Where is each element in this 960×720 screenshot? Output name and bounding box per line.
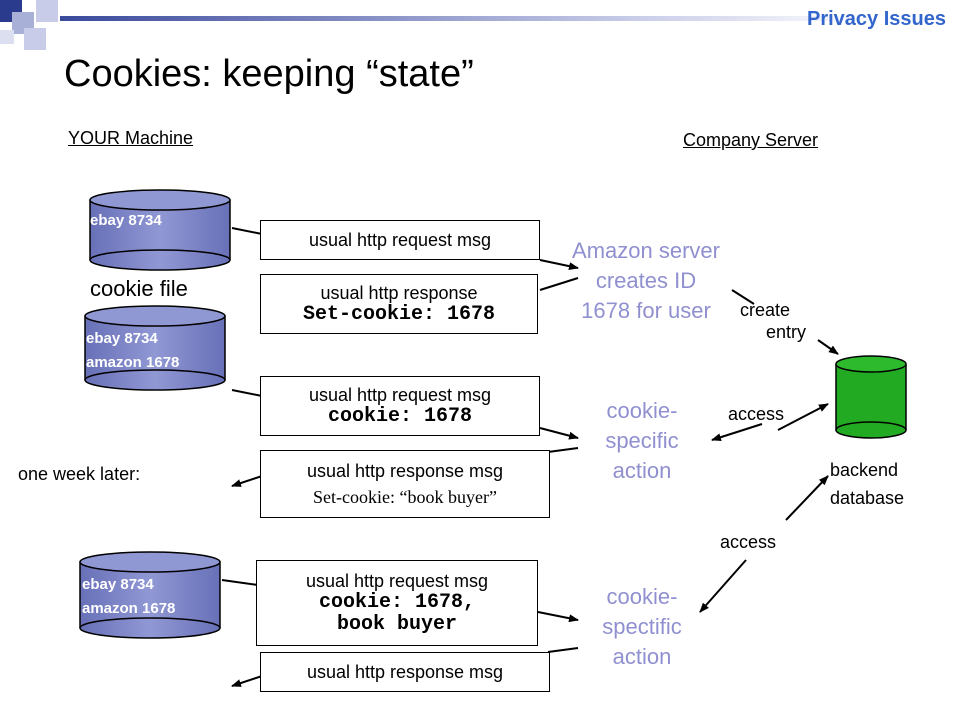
message-line: usual http response msg [306,461,504,481]
database-label-line: backend [830,460,899,480]
cookie-entry: ebay 8734 [90,212,162,229]
logo-squares [0,0,58,50]
create-label: create [740,300,791,320]
cookie-file-cylinder-1 [89,189,231,271]
message-line-code: book buyer [336,613,458,636]
message-box-request-1: usual http request msg [260,220,540,260]
message-box-response-2: usual http response msg Set-cookie: “boo… [260,450,550,518]
cookie-entry: amazon 1678 [82,600,176,617]
message-box-request-3: usual http request msg cookie: 1678, boo… [256,560,538,646]
access-arrow-1 [711,423,763,442]
message-line: usual http response [320,283,478,303]
server-text-line: 1678 for user [581,298,711,323]
connector-line [221,579,259,586]
server-text-line: cookie- [606,398,678,423]
response-line-3 [547,647,579,653]
access-arrow-2b [785,475,829,521]
message-line: usual http request msg [308,385,492,405]
message-line: usual http response msg [306,662,504,682]
cookie-entry: ebay 8734 [82,576,154,593]
one-week-later-label: one week later: [18,464,141,484]
cookie-file-cylinder-3 [79,551,221,639]
request-arrow-1 [539,259,579,271]
server-text-line: creates ID [595,268,697,293]
backend-database-cylinder [835,355,907,439]
message-line-code: Set-cookie: 1678 [302,303,496,326]
server-text-line: action [612,458,672,483]
connector-line [231,227,263,235]
message-line: usual http request msg [308,230,492,250]
server-text-line: Amazon server [572,238,720,263]
cookie-file-cylinder-2 [84,305,226,391]
response-line-2 [547,447,579,453]
database-label-line: database [830,488,905,508]
column-label-left: YOUR Machine [68,128,194,148]
access-label-2: access [720,532,777,552]
connector-line [231,389,263,397]
server-text-line: spectific [602,614,682,639]
request-arrow-3 [537,611,579,623]
cookie-specific-action-1: cookie- specific action [584,396,700,486]
page-title: Cookies: keeping “state” [64,53,474,95]
access-arrow-2 [699,559,747,613]
response-arrow-3 [231,675,263,687]
cookie-specific-action-2: cookie- spectific action [584,582,700,672]
message-line-set-cookie: Set-cookie: “book buyer” [313,487,497,507]
cookie-file-caption: cookie file [90,276,188,301]
server-text-line: action [612,644,672,669]
column-label-right: Company Server [683,130,819,150]
access-label-1: access [728,404,785,424]
create-line [731,289,755,305]
response-line-1 [539,277,579,291]
message-line-code: cookie: 1678 [327,405,473,428]
server-text-line: specific [605,428,679,453]
message-line-code: cookie: 1678, [318,591,476,614]
server-creates-id: Amazon server creates ID 1678 for user [548,236,744,326]
header-bar [60,16,880,21]
server-text-line: cookie- [606,584,678,609]
cookie-entry: amazon 1678 [86,354,180,371]
create-entry-arrow [817,339,839,355]
message-box-response-3: usual http response msg [260,652,550,692]
request-arrow-2 [539,427,579,440]
entry-label: entry [766,322,807,342]
access-arrow-1b [777,403,829,431]
message-line: usual http request msg [305,571,489,591]
response-arrow-2 [231,475,263,487]
message-box-response-1: usual http response Set-cookie: 1678 [260,274,538,334]
cookie-entry: ebay 8734 [86,330,158,347]
backend-database-label: backend database [830,456,904,512]
message-box-request-2: usual http request msg cookie: 1678 [260,376,540,436]
section-label: Privacy Issues [807,8,946,30]
